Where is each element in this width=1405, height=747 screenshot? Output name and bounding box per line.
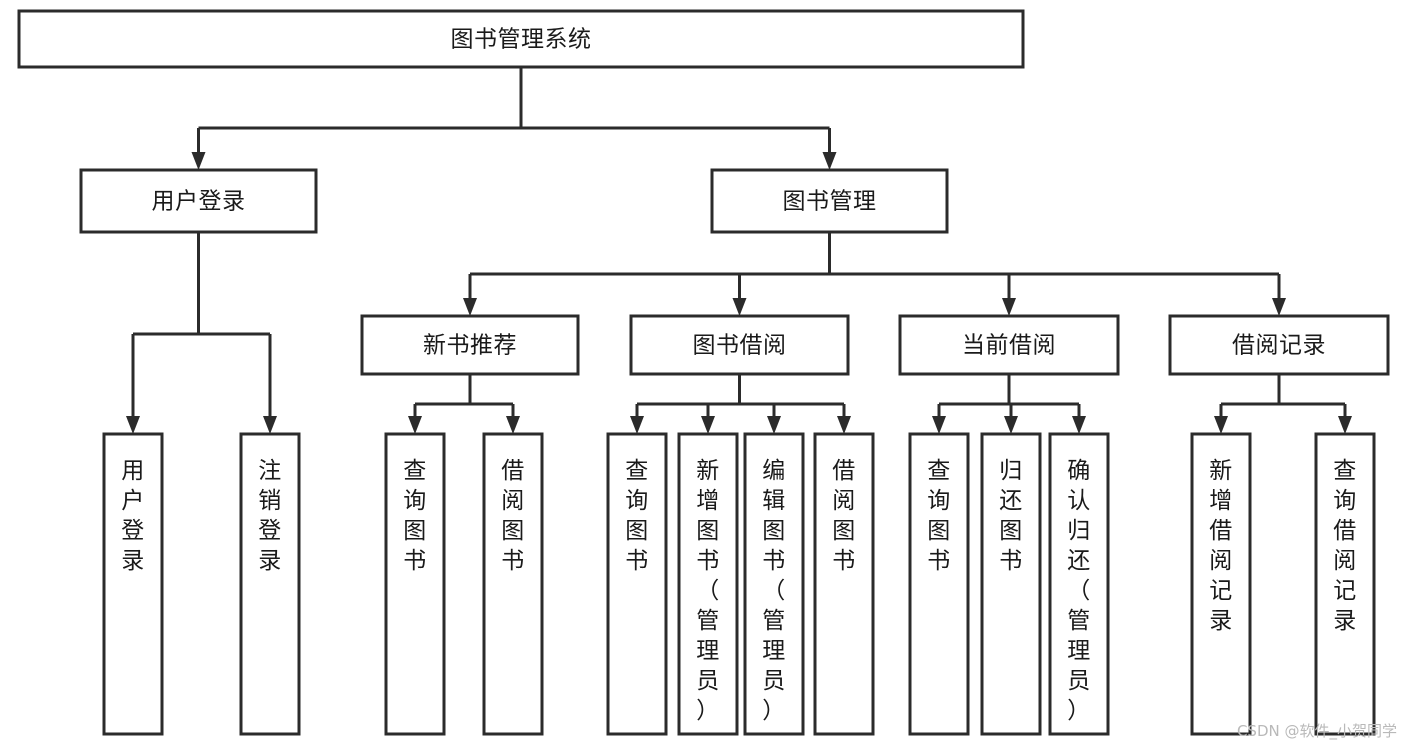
connector-arrow	[837, 416, 851, 434]
connector-layer	[126, 67, 1352, 434]
connector-arrow	[1272, 298, 1286, 316]
node-label-leaf-query-book-2: 查询图书	[625, 458, 649, 574]
node-new-book-recommend[interactable]: 新书推荐	[360, 314, 580, 376]
node-label-leaf-query-book-1: 查询图书	[403, 458, 427, 574]
connector-group-new-book-recommend	[408, 374, 520, 434]
node-box-root	[17, 9, 1025, 69]
node-leaf-borrow-book-1[interactable]: 借阅图书	[482, 432, 544, 736]
node-label-new-book-recommend: 新书推荐	[423, 333, 517, 359]
connector-arrow	[126, 416, 140, 434]
node-layer: 图书管理系统用户登录用户登录注销登录图书管理新书推荐查询图书借阅图书图书借阅查询…	[17, 9, 1390, 736]
node-box-borrow-record	[1168, 314, 1390, 376]
node-box-leaf-user-login	[102, 432, 164, 736]
node-box-leaf-query-book-2	[606, 432, 668, 736]
node-box-book-borrow	[629, 314, 850, 376]
node-root[interactable]: 图书管理系统	[17, 9, 1025, 69]
node-leaf-borrow-book-2[interactable]: 借阅图书	[813, 432, 875, 736]
node-leaf-return-book[interactable]: 归还图书	[980, 432, 1042, 736]
node-label-leaf-add-book: 新增图书（管理员）	[696, 458, 720, 724]
node-leaf-user-login[interactable]: 用户登录	[102, 432, 164, 736]
node-label-leaf-query-book-3: 查询图书	[927, 458, 951, 574]
node-label-leaf-return-book: 归还图书	[999, 458, 1023, 574]
connector-arrow	[767, 416, 781, 434]
node-leaf-query-book-3[interactable]: 查询图书	[908, 432, 970, 736]
connector-arrow	[932, 416, 946, 434]
connector-group-borrow-record	[1214, 374, 1352, 434]
node-box-leaf-add-book	[677, 432, 739, 736]
connector-group-book-manage	[463, 232, 1286, 316]
connector-arrow	[732, 298, 747, 316]
node-leaf-query-book-2[interactable]: 查询图书	[606, 432, 668, 736]
node-box-leaf-borrow-book-2	[813, 432, 875, 736]
node-box-leaf-add-record	[1190, 432, 1252, 736]
node-box-book-manage	[710, 168, 949, 234]
connector-arrow	[506, 416, 520, 434]
node-box-leaf-borrow-book-1	[482, 432, 544, 736]
connector-arrow	[263, 416, 277, 434]
node-leaf-edit-book[interactable]: 编辑图书（管理员）	[743, 432, 805, 736]
connector-group-root	[191, 67, 837, 170]
connector-arrow	[1004, 416, 1018, 434]
node-book-borrow[interactable]: 图书借阅	[629, 314, 850, 376]
node-user-login[interactable]: 用户登录	[79, 168, 318, 234]
node-label-leaf-add-record: 新增借阅记录	[1209, 458, 1233, 634]
node-box-leaf-user-logout	[239, 432, 301, 736]
node-label-borrow-record: 借阅记录	[1232, 333, 1326, 359]
node-label-user-login: 用户登录	[152, 189, 246, 215]
node-box-leaf-query-record	[1314, 432, 1376, 736]
connector-arrow	[463, 298, 477, 316]
connector-arrow	[701, 416, 715, 434]
connector-group-book-borrow	[630, 374, 851, 434]
connector-arrow	[1338, 416, 1352, 434]
node-label-current-borrow: 当前借阅	[962, 333, 1056, 359]
connector-arrow	[408, 416, 422, 434]
node-label-leaf-edit-book: 编辑图书（管理员）	[762, 458, 786, 724]
node-label-root: 图书管理系统	[451, 27, 592, 53]
node-box-leaf-query-book-3	[908, 432, 970, 736]
node-book-manage[interactable]: 图书管理	[710, 168, 949, 234]
connector-arrow	[630, 416, 644, 434]
node-label-leaf-query-record: 查询借阅记录	[1333, 458, 1357, 634]
connector-arrow	[1002, 298, 1016, 316]
node-box-leaf-edit-book	[743, 432, 805, 736]
node-leaf-add-record[interactable]: 新增借阅记录	[1190, 432, 1252, 736]
node-borrow-record[interactable]: 借阅记录	[1168, 314, 1390, 376]
node-leaf-confirm-return[interactable]: 确认归还（管理员）	[1048, 432, 1110, 736]
node-box-user-login	[79, 168, 318, 234]
node-box-leaf-return-book	[980, 432, 1042, 736]
node-current-borrow[interactable]: 当前借阅	[898, 314, 1120, 376]
node-box-new-book-recommend	[360, 314, 580, 376]
node-leaf-query-book-1[interactable]: 查询图书	[384, 432, 446, 736]
node-box-leaf-query-book-1	[384, 432, 446, 736]
node-label-leaf-user-logout: 注销登录	[258, 458, 282, 574]
node-label-leaf-confirm-return: 确认归还（管理员）	[1067, 458, 1091, 724]
node-leaf-query-record[interactable]: 查询借阅记录	[1314, 432, 1376, 736]
node-label-leaf-borrow-book-1: 借阅图书	[501, 458, 525, 574]
node-label-book-manage: 图书管理	[783, 189, 877, 215]
connector-arrow	[822, 152, 837, 170]
node-box-current-borrow	[898, 314, 1120, 376]
node-label-leaf-borrow-book-2: 借阅图书	[832, 458, 856, 574]
node-leaf-user-logout[interactable]: 注销登录	[239, 432, 301, 736]
connector-group-user-login	[126, 232, 277, 434]
connector-arrow	[1214, 416, 1228, 434]
connector-group-current-borrow	[932, 374, 1086, 434]
connector-arrow	[1072, 416, 1086, 434]
node-box-leaf-confirm-return	[1048, 432, 1110, 736]
node-label-leaf-user-login: 用户登录	[121, 458, 145, 574]
node-label-book-borrow: 图书借阅	[693, 333, 787, 359]
connector-arrow	[191, 152, 206, 170]
node-leaf-add-book[interactable]: 新增图书（管理员）	[677, 432, 739, 736]
